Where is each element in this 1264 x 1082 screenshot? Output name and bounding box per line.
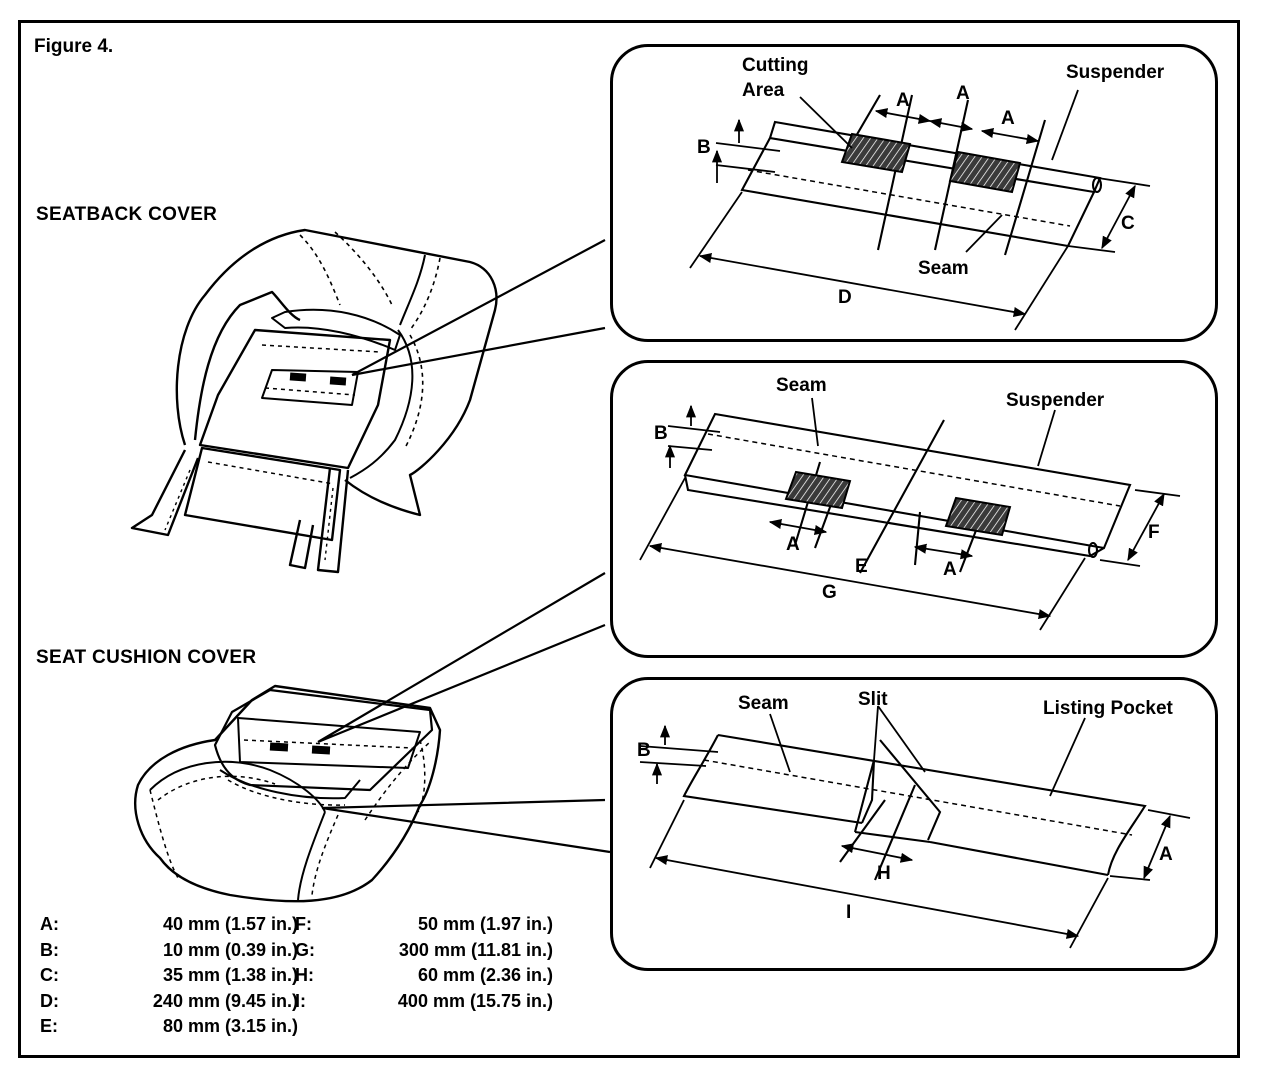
panel1-suspender-label: Suspender bbox=[1066, 62, 1165, 83]
legend-row-d: D: 240 mm (9.45 in.) bbox=[40, 989, 298, 1015]
legend-value: 400 mm (15.75 in.) bbox=[397, 990, 553, 1011]
legend-value: 240 mm (9.45 in.) bbox=[152, 990, 298, 1011]
panel2-dim-g: G bbox=[822, 582, 837, 603]
panel3-dim-b: B bbox=[637, 740, 651, 761]
panel1-dim-a1: A bbox=[896, 90, 910, 111]
legend-value: 60 mm (2.36 in.) bbox=[417, 965, 553, 985]
cutting-area-label-line2: Area bbox=[742, 80, 785, 101]
panel3-listing-pocket-label: Listing Pocket bbox=[1043, 698, 1174, 719]
legend-value: 40 mm (1.57 in.) bbox=[162, 914, 298, 934]
legend-value: 10 mm (0.39 in.) bbox=[162, 939, 298, 960]
panel2-drawing bbox=[683, 412, 1132, 574]
panel3-dim-i: I bbox=[846, 902, 851, 923]
panel1-seam-label: Seam bbox=[918, 258, 969, 279]
cutting-area-3 bbox=[784, 470, 852, 510]
panel2-dim-e: E bbox=[855, 556, 868, 577]
legend-row-f: F: 50 mm (1.97 in.) bbox=[295, 912, 553, 938]
legend-value: 80 mm (3.15 in.) bbox=[162, 1016, 298, 1036]
cutting-area-4 bbox=[944, 496, 1012, 537]
panel1-dim-c: C bbox=[1121, 213, 1135, 234]
cutting-area-2 bbox=[948, 150, 1022, 194]
legend-key: E: bbox=[40, 1016, 58, 1036]
legend-key: D: bbox=[40, 990, 59, 1011]
legend-value: 50 mm (1.97 in.) bbox=[417, 914, 553, 934]
cutting-area-1 bbox=[840, 132, 912, 174]
panel2-dim-a2: A bbox=[943, 559, 957, 580]
panel2-seam-label: Seam bbox=[776, 375, 827, 396]
legend-value: 300 mm (11.81 in.) bbox=[398, 939, 553, 960]
panel2-suspender-label: Suspender bbox=[1006, 390, 1105, 411]
seatback-cover-drawing bbox=[130, 228, 498, 574]
panel2-dim-f: F bbox=[1148, 522, 1160, 543]
legend-key: G: bbox=[295, 939, 315, 960]
dimension-legend-col1: A: 40 mm (1.57 in.) B: 10 mm (0.39 in.) C:… bbox=[40, 912, 298, 1040]
panel2-dim-b: B bbox=[654, 423, 668, 444]
legend-key: B: bbox=[40, 939, 59, 960]
panel3-seam-label: Seam bbox=[738, 693, 789, 714]
legend-value: 35 mm (1.38 in.) bbox=[162, 965, 298, 985]
callout-seatback bbox=[351, 239, 606, 377]
panel3-dim-a: A bbox=[1159, 844, 1173, 865]
panel2-dim-a1: A bbox=[786, 534, 800, 555]
legend-key: C: bbox=[40, 965, 59, 985]
panel1-dim-a2: A bbox=[956, 83, 970, 104]
seat-cushion-cover-drawing bbox=[134, 684, 442, 903]
callout-cushion-suspender bbox=[317, 572, 606, 744]
legend-row-c: C: 35 mm (1.38 in.) bbox=[40, 963, 298, 989]
legend-row-g: G: 300 mm (11.81 in.) bbox=[295, 938, 553, 964]
seatback-cover-label: SEATBACK COVER bbox=[36, 204, 218, 225]
callout-listing-pocket bbox=[321, 798, 611, 854]
dimension-legend-col2: F:50 mm (1.97 in.) G:300 mm (11.81 in.) … bbox=[295, 912, 553, 1014]
legend-key: I: bbox=[295, 990, 306, 1011]
panel3-drawing bbox=[682, 733, 1147, 881]
figure-frame bbox=[18, 20, 1240, 1058]
legend-row-b: B: 10 mm (0.39 in.) bbox=[40, 938, 298, 964]
legend-row-h: H: 60 mm (2.36 in.) bbox=[295, 963, 553, 989]
panel1-dim-d: D bbox=[838, 287, 852, 308]
figure-title: Figure 4. bbox=[34, 36, 114, 57]
panel1-dim-a3: A bbox=[1001, 108, 1015, 129]
legend-row-e: E: 80 mm (3.15 in.) bbox=[40, 1014, 298, 1040]
seat-cushion-cover-label: SEAT CUSHION COVER bbox=[36, 647, 257, 668]
panel1-dim-b: B bbox=[697, 137, 711, 158]
legend-key: A: bbox=[40, 914, 59, 934]
legend-key: H: bbox=[295, 965, 314, 985]
cutting-area-label-line1: Cutting bbox=[742, 55, 808, 76]
legend-key: F: bbox=[295, 914, 312, 934]
legend-row-i: I: 400 mm (15.75 in.) bbox=[295, 989, 553, 1015]
legend-row-a: A: 40 mm (1.57 in.) bbox=[40, 912, 298, 938]
panel3-slit-label: Slit bbox=[858, 689, 888, 710]
panel3-dim-h: H bbox=[877, 863, 891, 884]
